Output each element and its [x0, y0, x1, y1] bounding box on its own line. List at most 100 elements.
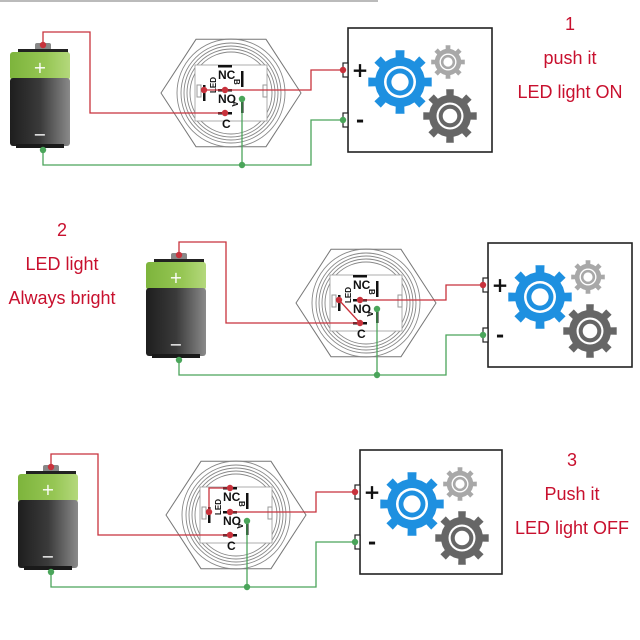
pin-b-label: B — [232, 79, 241, 85]
load-plus-node — [351, 488, 359, 496]
ground-junction-node — [238, 161, 246, 169]
led-pin-node — [200, 86, 208, 94]
load-plus-label: + — [364, 480, 381, 504]
wires — [47, 453, 359, 591]
pin-led-label: LED — [209, 77, 218, 93]
gear-dark-gray-icon — [423, 89, 477, 143]
pin-a-label: A — [365, 311, 374, 317]
battery-body — [10, 78, 70, 146]
caption-line: LED light ON — [517, 82, 622, 102]
pin-no-label: NO — [218, 92, 236, 106]
no-pin-node — [226, 508, 234, 516]
c-pin-node — [226, 531, 234, 539]
positive-wire-no-to-load — [230, 491, 355, 513]
battery-plus-node — [175, 251, 183, 259]
battery-minus-label: − — [41, 547, 54, 566]
switch-hex-nut — [165, 460, 307, 570]
gear-blue-icon — [380, 472, 444, 536]
pin-nc-bar — [353, 275, 367, 278]
switch-ring — [191, 470, 281, 560]
ground-junction-node — [373, 371, 381, 379]
switch-ring — [183, 45, 279, 141]
positive-wire-no-to-load — [225, 69, 343, 91]
gear-blue-icon — [508, 265, 572, 329]
caption-line: LED light OFF — [515, 518, 629, 538]
led-pin-node — [205, 508, 213, 516]
positive-wire-battery-to-c — [50, 453, 230, 536]
switch-ring — [188, 467, 284, 563]
pin-b-label: B — [237, 501, 246, 507]
load-plus-label: + — [492, 273, 509, 297]
pin-b-bar — [246, 493, 249, 509]
led-wire-to-c — [338, 299, 361, 324]
pin-nc-label: NC — [223, 490, 241, 504]
battery-minus-label: − — [33, 125, 46, 144]
negative-wire-battery — [50, 572, 247, 588]
caption-number: 3 — [567, 450, 577, 470]
load-plus-node — [479, 281, 487, 289]
load-minus-node — [351, 538, 359, 546]
c-pin-node — [221, 109, 229, 117]
switch-ring — [318, 255, 414, 351]
pin-a-label: A — [235, 523, 244, 529]
gear-light-gray-icon — [431, 45, 465, 79]
no-pin-node — [221, 86, 229, 94]
negative-wire-to-load — [247, 541, 355, 588]
positive-wire-battery-to-c — [178, 241, 360, 324]
caption-line: LED light — [25, 254, 98, 274]
load-plus-label: + — [352, 58, 369, 82]
battery-positive-band — [10, 52, 70, 80]
switch-ring — [181, 460, 291, 570]
a-pin-node — [373, 305, 381, 313]
caption-line: push it — [543, 48, 596, 68]
pin-b-bar — [376, 281, 379, 297]
negative-wire-battery — [178, 360, 377, 376]
switch-ring — [324, 261, 408, 345]
pin-led-label: LED — [214, 499, 223, 515]
wires — [175, 241, 487, 379]
battery-plus-label: + — [169, 268, 182, 287]
pin-led-label: LED — [344, 287, 353, 303]
pin-nc-bar — [218, 65, 232, 68]
load-device: +- — [342, 27, 493, 153]
switch-ring — [321, 258, 411, 348]
c-pin-node — [356, 319, 364, 327]
battery-minus-node — [47, 568, 55, 576]
switch-ring — [315, 252, 417, 354]
switch-ring — [186, 48, 276, 138]
switch-ring — [189, 51, 273, 135]
caption: 1 push it LED light ON — [517, 14, 622, 102]
pin-c-label: C — [222, 117, 231, 131]
switch-ring — [194, 473, 278, 557]
led-pin-node — [335, 296, 343, 304]
switch-ring — [176, 38, 286, 148]
pin-b-label: B — [367, 289, 376, 295]
ground-junction-node — [243, 583, 251, 591]
caption-number: 1 — [565, 14, 575, 34]
battery-positive-band — [18, 474, 78, 502]
battery-minus-node — [39, 146, 47, 154]
a-pin-node — [238, 95, 246, 103]
caption-line: Push it — [544, 484, 599, 504]
pin-nc-label: NC — [353, 278, 371, 292]
load-minus-node — [339, 116, 347, 124]
pin-nc-label: NC — [218, 68, 236, 82]
switch-hex-nut — [295, 248, 437, 358]
caption-number: 2 — [57, 220, 67, 240]
negative-wire-to-load — [377, 334, 483, 376]
load-device: +- — [482, 242, 633, 368]
pin-b-bar — [241, 71, 244, 87]
gear-dark-gray-icon — [435, 511, 489, 565]
switch-hex-nut — [160, 38, 302, 148]
switch-ring — [311, 248, 421, 358]
gear-dark-gray-icon — [563, 304, 617, 358]
battery-plus-node — [47, 463, 55, 471]
battery: +− — [18, 465, 78, 570]
negative-wire-to-load — [242, 119, 343, 166]
